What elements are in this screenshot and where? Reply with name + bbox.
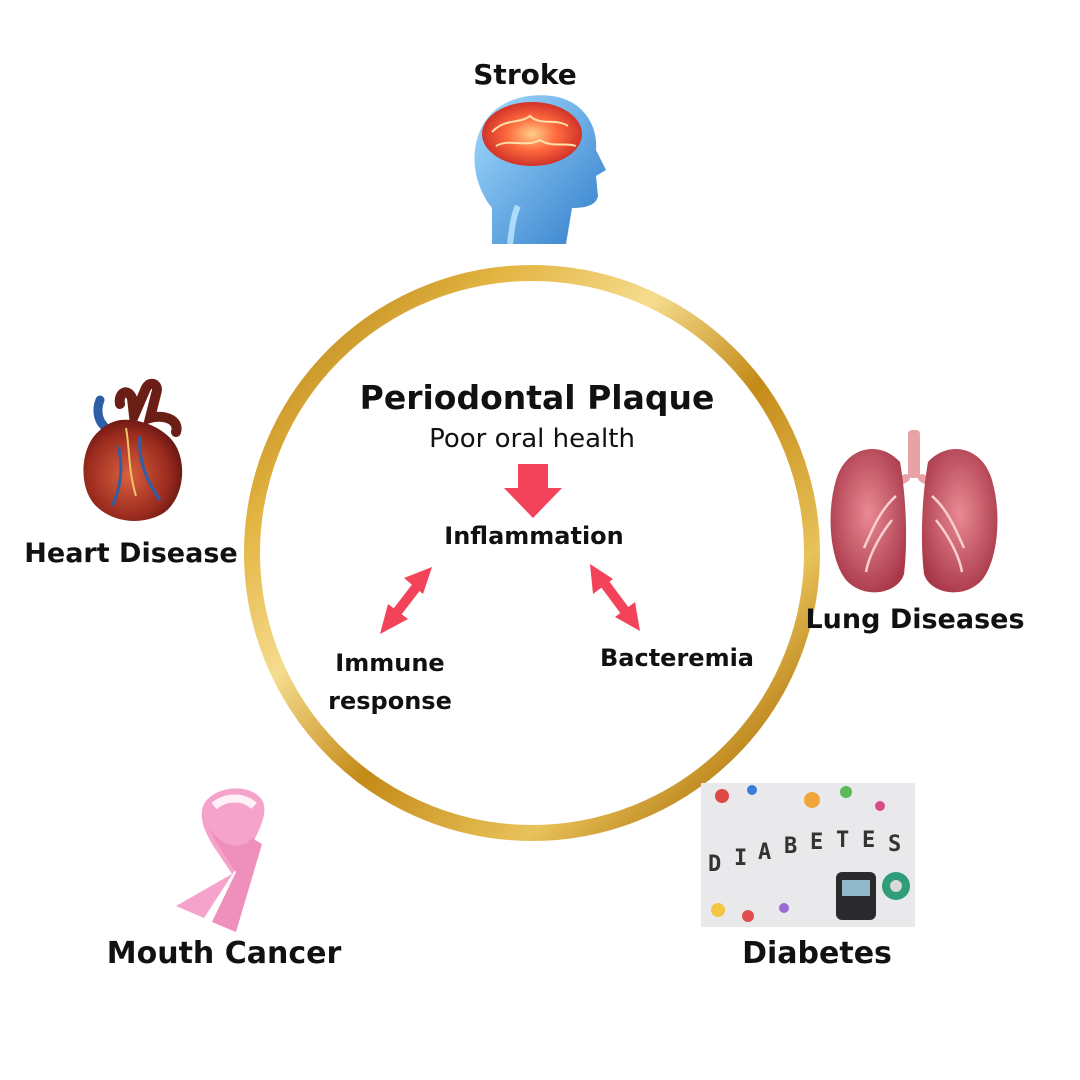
photo-letter: S (888, 832, 902, 857)
immune-line-1: Immune (335, 649, 445, 677)
lungs-icon (830, 430, 998, 593)
inflammation-label: Inflammation (444, 522, 624, 550)
immune-response-label: Immune response (328, 644, 452, 720)
lung-diseases-label: Lung Diseases (805, 604, 1025, 635)
stroke-label: Stroke (473, 58, 577, 91)
arrow-immune-inflammation (380, 567, 432, 634)
photo-letter: E (862, 828, 876, 853)
pink-ribbon-icon (176, 788, 265, 932)
photo-letter: D (708, 852, 722, 877)
heart-disease-label: Heart Disease (24, 538, 238, 569)
bacteremia-label: Bacteremia (599, 644, 755, 672)
diabetes-photo-letters: D I A B E T E S (708, 826, 908, 877)
diabetes-photo (701, 783, 915, 927)
center-subtitle: Poor oral health (429, 424, 635, 454)
gold-ring (244, 265, 820, 841)
photo-letter: B (784, 834, 798, 859)
arrow-inflammation-bacteremia (590, 564, 640, 631)
center-title: Periodontal Plaque (359, 378, 715, 417)
immune-line-2: response (328, 687, 452, 715)
mouth-cancer-label: Mouth Cancer (106, 936, 342, 971)
photo-letter: T (836, 828, 850, 853)
brain-head-icon (474, 95, 606, 245)
arrow-to-inflammation (504, 464, 562, 518)
photo-letter: E (810, 830, 824, 855)
photo-letter: A (758, 840, 772, 865)
heart-icon (83, 378, 183, 521)
diabetes-label: Diabetes (742, 936, 892, 971)
photo-letter: I (734, 846, 748, 871)
